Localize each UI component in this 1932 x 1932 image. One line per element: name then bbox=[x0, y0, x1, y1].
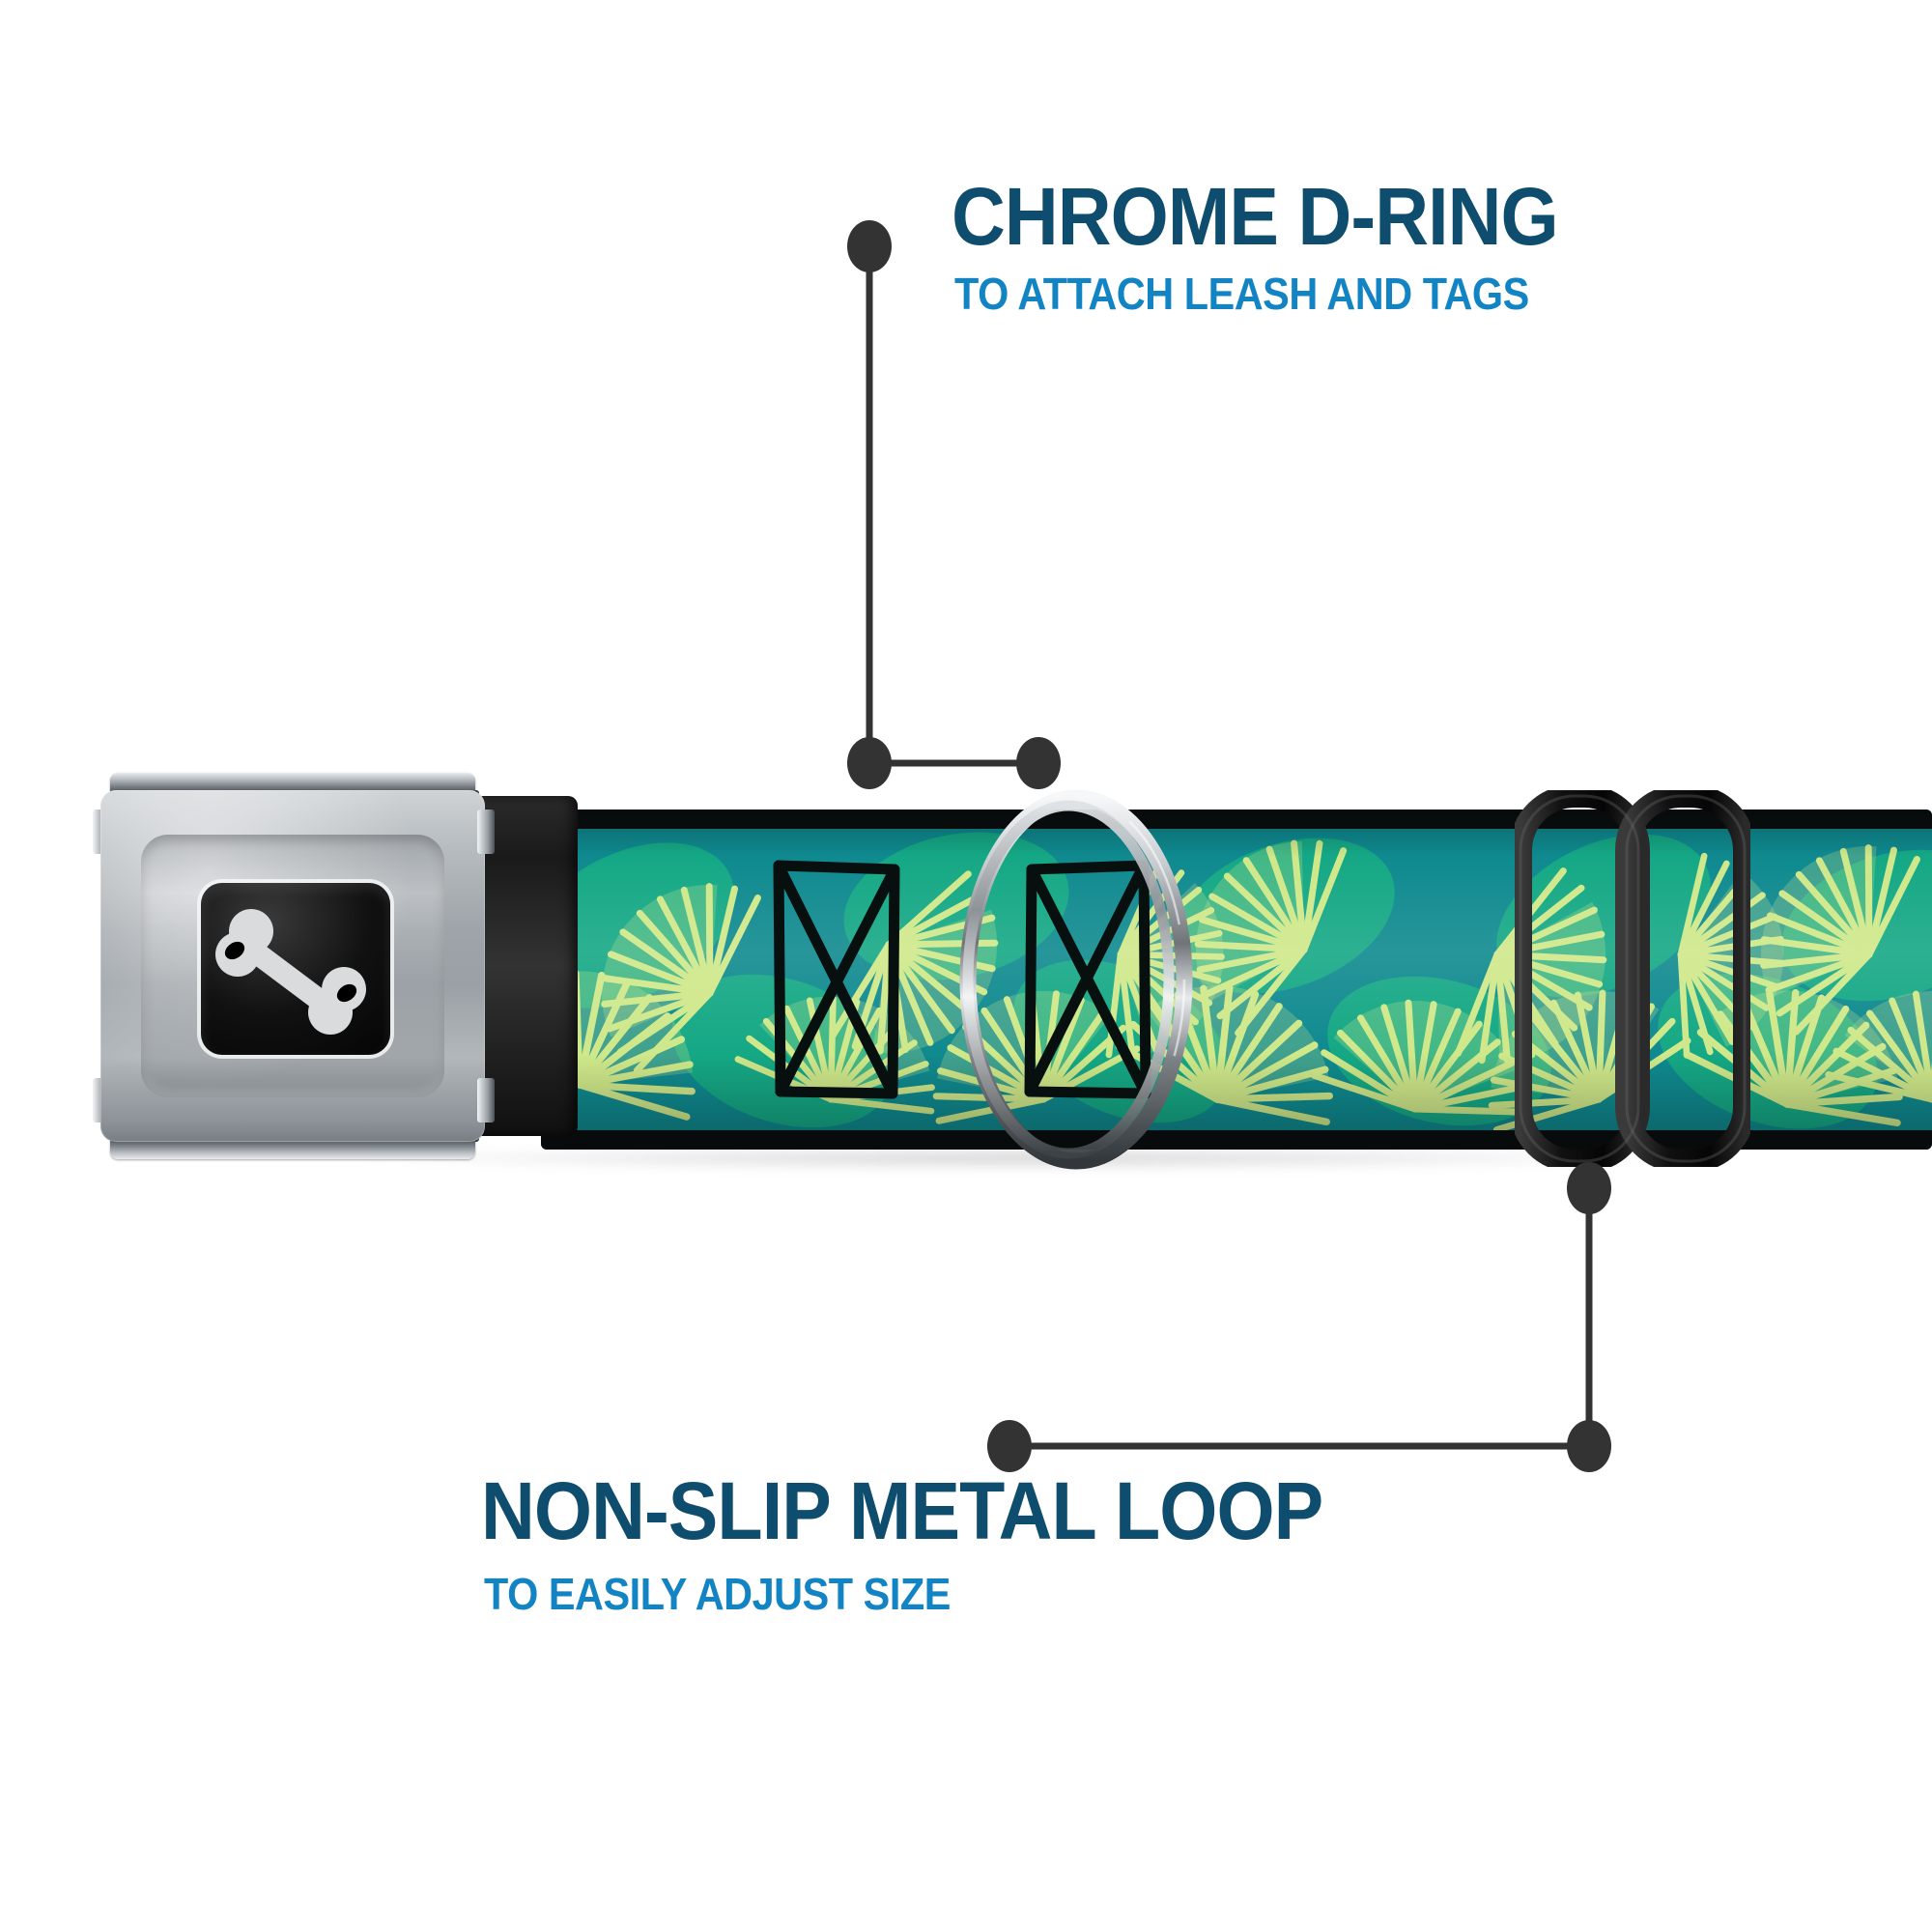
d-ring-icon bbox=[959, 789, 1193, 1170]
buckle-tab bbox=[477, 810, 495, 854]
callout-title: CHROME D-RING bbox=[952, 171, 1559, 262]
stitch-svg bbox=[773, 860, 900, 1099]
callout-non-slip-metal-loop: NON-SLIP METAL LOOP TO EASILY ADJUST SIZ… bbox=[481, 1465, 1396, 1619]
strap-pattern bbox=[541, 810, 1932, 1150]
seatbelt-buckle[interactable] bbox=[93, 773, 495, 1159]
non-slip-metal-loop bbox=[1509, 784, 1756, 1173]
strap-edge-top bbox=[541, 810, 1932, 829]
buckle-release-button[interactable] bbox=[201, 883, 390, 1055]
callout-subtitle: TO ATTACH LEASH AND TAGS bbox=[954, 268, 1529, 319]
callout-chrome-d-ring: CHROME D-RING TO ATTACH LEASH AND TAGS bbox=[952, 171, 1610, 319]
buckle-tab bbox=[477, 1078, 495, 1122]
chrome-d-ring bbox=[954, 781, 1198, 1179]
bone-icon bbox=[215, 909, 366, 1035]
strap-edge-bottom bbox=[541, 1130, 1932, 1150]
buckle-body bbox=[100, 790, 485, 1142]
callout-subtitle: TO EASILY ADJUST SIZE bbox=[484, 1568, 951, 1619]
callout-title: NON-SLIP METAL LOOP bbox=[481, 1465, 1323, 1556]
slider-loop-icon bbox=[1509, 784, 1756, 1173]
palm-frond-pattern-svg bbox=[541, 810, 1932, 1150]
stitch-box-x bbox=[771, 856, 902, 1105]
